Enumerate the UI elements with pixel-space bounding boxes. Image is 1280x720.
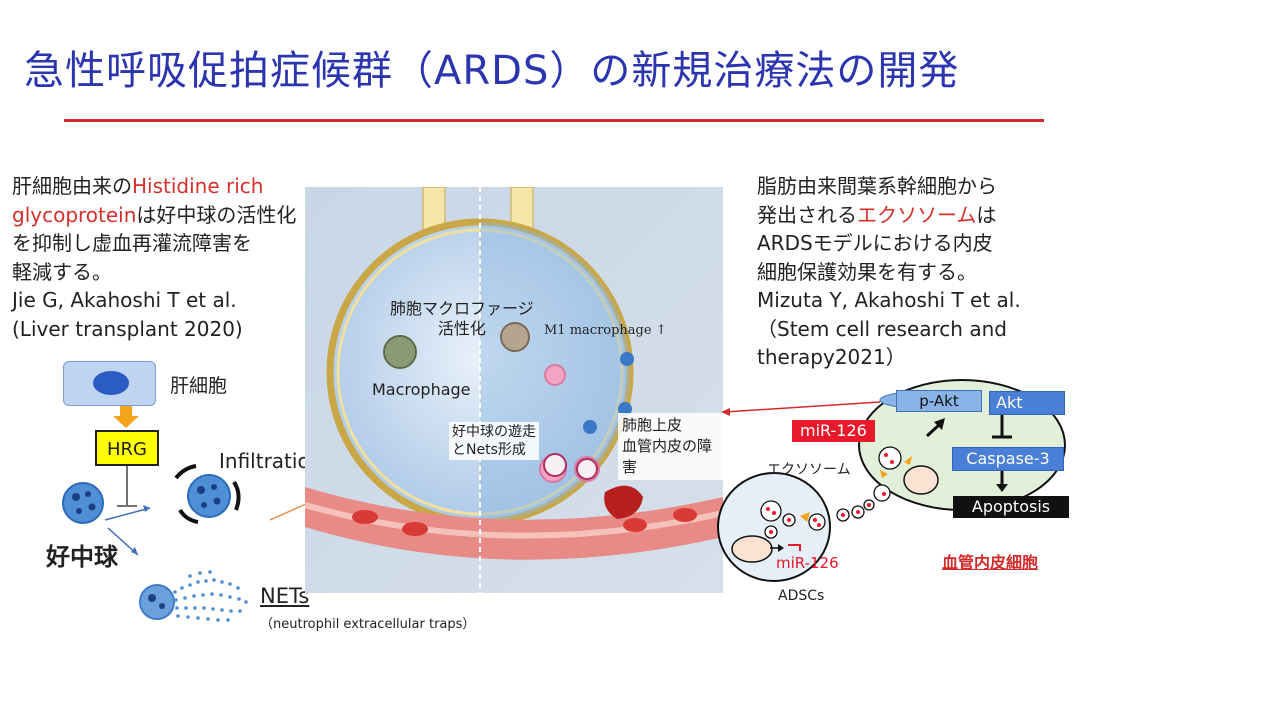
macrophage-activation-label: 肺胞マクロファージ 活性化: [390, 299, 534, 339]
exosome-label: エクソソーム: [767, 462, 851, 478]
neutrophil-label: 好中球: [46, 543, 118, 571]
right-line3: ARDSモデルにおける内皮: [757, 231, 993, 255]
right-citation-journal: （Stem cell research and: [757, 316, 1007, 341]
right-line4: 細胞保護効果を有する。: [757, 259, 977, 284]
adsc-nucleus: [731, 535, 773, 563]
right-description: 脂肪由来間葉系幹細胞から 発出されるエクソソームは ARDSモデルにおける内皮 …: [757, 172, 1021, 372]
nets-description: （neutrophil extracellular traps）: [260, 617, 476, 632]
akt-box: Akt: [989, 391, 1065, 415]
neutrophil-migration-line2: とNets形成: [452, 442, 526, 458]
left-citation-journal: (Liver transplant 2020): [12, 316, 243, 341]
nets-label: NETs: [260, 584, 310, 608]
right-line2-red: エクソソーム: [857, 202, 977, 227]
left-line1-prefix: 肝細胞由来の: [12, 174, 132, 198]
left-citation-authors: Jie G, Akahoshi T et al.: [12, 288, 237, 312]
right-line1: 脂肪由来間葉系幹細胞から: [757, 174, 997, 198]
page-title: 急性呼吸促拍症候群（ARDS）の新規治療法の開発: [24, 48, 960, 94]
nets-icon: [139, 570, 248, 622]
left-line1-red: Histidine rich: [132, 174, 264, 198]
left-line3: を抑制し虚血再灌流障害を: [12, 231, 252, 255]
neutrophil-icon: [62, 482, 104, 524]
right-line2-prefix: 発出される: [757, 202, 857, 227]
hepatocyte-nucleus: [93, 371, 129, 395]
right-citation-journal-2: therapy2021）: [757, 345, 906, 369]
hepatocyte-label: 肝細胞: [170, 375, 228, 397]
endothelial-cell-label: 血管内皮細胞: [942, 553, 1039, 572]
macrophage-activation-line1: 肺胞マクロファージ: [390, 299, 534, 318]
left-line2-suffix: は好中球の活性化: [136, 202, 297, 227]
macrophage-activation-line2: 活性化: [437, 319, 486, 338]
alveolus-illustration: [305, 187, 723, 593]
activated-neutrophil-icon: [174, 464, 241, 524]
m1-macrophage-cell: [500, 322, 530, 352]
hrg-box: HRG: [95, 430, 159, 466]
epithelium-damage-label: 肺胞上皮 血管内皮の障害: [618, 413, 728, 480]
macrophage-label: Macrophage: [372, 380, 471, 399]
right-line2-suffix: は: [976, 202, 997, 227]
caspase-box: Caspase-3: [952, 447, 1064, 471]
p-akt-box: p-Akt: [896, 390, 982, 412]
mir126-box: miR-126: [792, 420, 875, 442]
m1-macrophage-label: M1 macrophage ↑: [544, 323, 667, 338]
neutrophil-migration-label: 好中球の遊走 とNets形成: [449, 422, 539, 460]
left-line4: 軽減する。: [12, 259, 112, 284]
epithelium-line1: 肺胞上皮: [622, 416, 683, 434]
effect-arrow: [724, 401, 881, 413]
arrow-to-infiltration: [104, 507, 151, 521]
hrg-arrow-stem: [120, 406, 132, 416]
hrg-arrow-head: [113, 416, 139, 428]
capillary: [305, 487, 723, 560]
right-citation-authors: Mizuta Y, Akahoshi T et al.: [757, 288, 1021, 312]
adscs-label: ADSCs: [778, 588, 825, 604]
mir126-small-label: miR-126: [776, 554, 839, 572]
endothelial-nucleus: [903, 465, 939, 495]
p-akt-label: p-Akt: [919, 392, 959, 410]
title-underline: [64, 119, 1044, 122]
left-line2-red: glycoprotein: [12, 202, 137, 227]
epithelium-line2: 血管内皮の障害: [622, 437, 713, 476]
macrophage-cell: [383, 335, 417, 369]
left-description: 肝細胞由来のHistidine rich glycoproteinは好中球の活性…: [12, 172, 296, 343]
blood-clot: [604, 485, 643, 519]
apoptosis-box: Apoptosis: [953, 496, 1069, 518]
neutrophil-migration-line1: 好中球の遊走: [452, 424, 536, 440]
